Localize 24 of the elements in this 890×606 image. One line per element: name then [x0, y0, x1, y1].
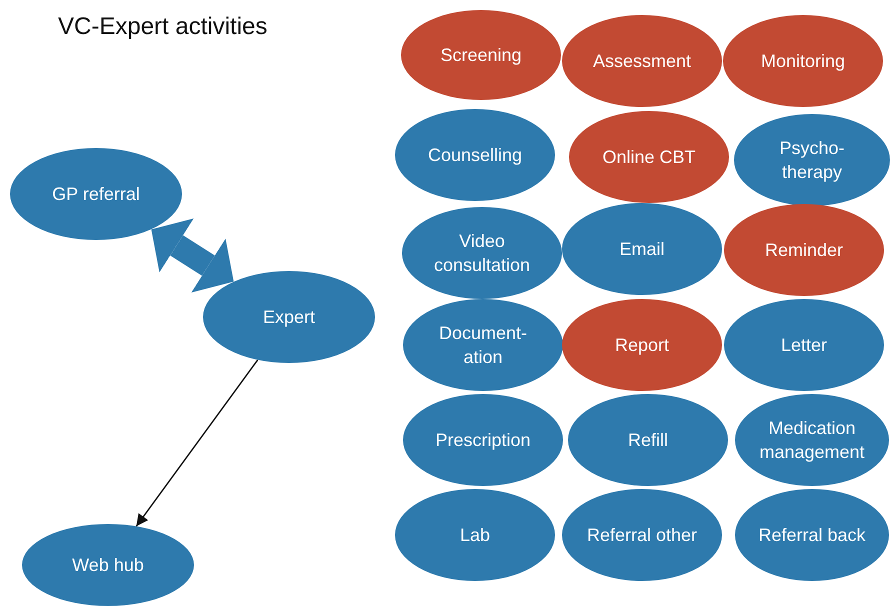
node-label: Reminder [764, 239, 844, 262]
node-label: Email [619, 238, 664, 261]
node-label: Psycho- therapy [778, 137, 846, 184]
node-label: Online CBT [602, 146, 696, 169]
node-label: Prescription [435, 429, 531, 452]
node-label: Document- ation [438, 322, 528, 369]
node-label: Screening [440, 44, 522, 67]
node-label: Refill [628, 429, 668, 452]
node-label: Expert [262, 306, 316, 329]
node-label: Counselling [428, 144, 522, 167]
node-label: Monitoring [760, 50, 846, 73]
node-label: Assessment [592, 50, 692, 73]
diagram-title: VC-Expert activities [58, 13, 268, 41]
node-label: Web hub [72, 554, 144, 577]
node-label: Referral other [586, 524, 698, 547]
node-label: Report [614, 334, 670, 357]
node-label: GP referral [52, 183, 140, 206]
node-label: Video consultation [432, 230, 532, 277]
node-label: Letter [780, 334, 828, 357]
node-label: Lab [460, 524, 490, 547]
double-arrow [151, 218, 234, 293]
node-label: Referral back [758, 524, 866, 547]
arrow [136, 359, 258, 527]
node-label: Medication management [758, 417, 866, 464]
